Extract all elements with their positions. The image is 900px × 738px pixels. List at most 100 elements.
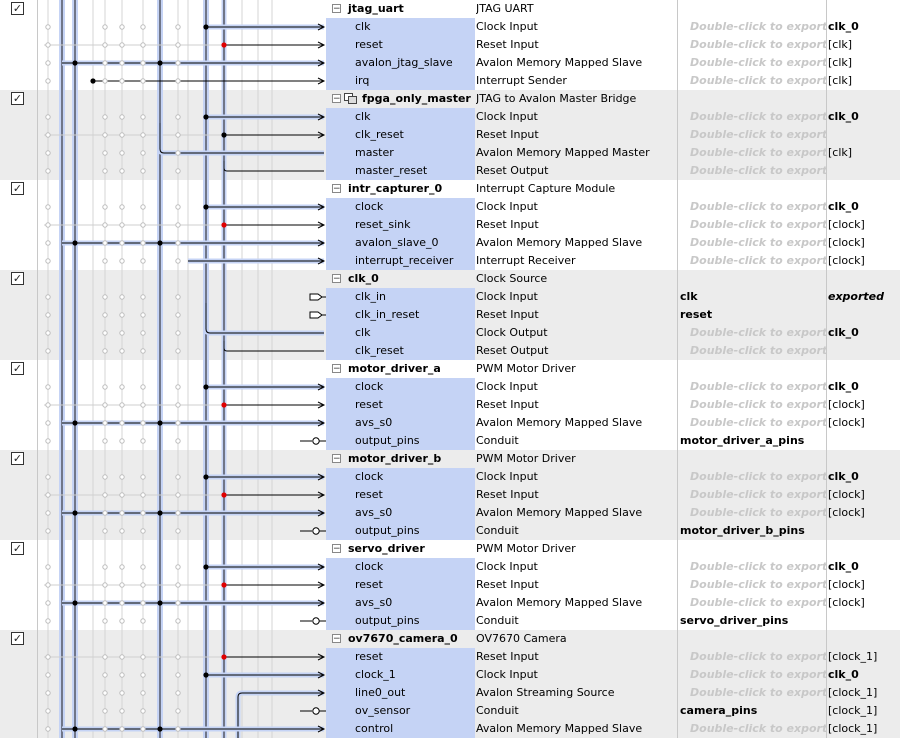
module-name-cell[interactable]: −fpga_only_master bbox=[326, 90, 475, 108]
clock-cell[interactable]: [clock] bbox=[826, 396, 900, 414]
clock-cell[interactable]: [clock] bbox=[826, 504, 900, 522]
clock-cell[interactable]: [clock] bbox=[826, 414, 900, 432]
interface-name-cell[interactable]: master_reset bbox=[326, 162, 475, 180]
export-cell[interactable]: Double-click to export bbox=[677, 54, 827, 72]
clock-cell[interactable]: [clock] bbox=[826, 576, 900, 594]
clock-cell[interactable]: clk_0 bbox=[826, 198, 900, 216]
clock-cell[interactable]: [clk] bbox=[826, 36, 900, 54]
interface-name-cell[interactable]: reset bbox=[326, 648, 475, 666]
export-cell[interactable]: Double-click to export bbox=[677, 72, 827, 90]
clock-cell[interactable]: [clock] bbox=[826, 486, 900, 504]
interface-name-cell[interactable]: avalon_slave_0 bbox=[326, 234, 475, 252]
interface-name-cell[interactable]: line0_out bbox=[326, 684, 475, 702]
interface-name-cell[interactable]: control bbox=[326, 720, 475, 738]
clock-cell[interactable]: [clock_1] bbox=[826, 684, 900, 702]
export-cell[interactable]: Double-click to export bbox=[677, 666, 827, 684]
export-cell[interactable]: Double-click to export bbox=[677, 36, 827, 54]
collapse-icon[interactable]: − bbox=[332, 184, 341, 194]
interface-name-cell[interactable]: clk bbox=[326, 108, 475, 126]
collapse-icon[interactable]: − bbox=[332, 454, 341, 464]
interface-name-cell[interactable]: clock_1 bbox=[326, 666, 475, 684]
export-cell[interactable]: Double-click to export bbox=[677, 648, 827, 666]
interface-name-cell[interactable]: clk_reset bbox=[326, 342, 475, 360]
interface-name-cell[interactable]: clock bbox=[326, 198, 475, 216]
clock-cell[interactable]: [clk] bbox=[826, 144, 900, 162]
use-checkbox[interactable]: ✓ bbox=[11, 92, 24, 105]
export-cell[interactable]: servo_driver_pins bbox=[677, 612, 827, 630]
interface-name-cell[interactable]: avs_s0 bbox=[326, 414, 475, 432]
export-cell[interactable]: Double-click to export bbox=[677, 576, 827, 594]
module-name-cell[interactable]: −motor_driver_a bbox=[326, 360, 475, 378]
export-cell[interactable]: Double-click to export bbox=[677, 504, 827, 522]
use-checkbox[interactable]: ✓ bbox=[11, 632, 24, 645]
use-checkbox[interactable]: ✓ bbox=[11, 542, 24, 555]
interface-name-cell[interactable]: reset bbox=[326, 36, 475, 54]
interface-name-cell[interactable]: avs_s0 bbox=[326, 594, 475, 612]
clock-cell[interactable]: clk_0 bbox=[826, 324, 900, 342]
interface-name-cell[interactable]: master bbox=[326, 144, 475, 162]
interface-name-cell[interactable]: reset_sink bbox=[326, 216, 475, 234]
export-cell[interactable]: Double-click to export bbox=[677, 234, 827, 252]
collapse-icon[interactable]: − bbox=[332, 544, 341, 554]
interface-name-cell[interactable]: ov_sensor bbox=[326, 702, 475, 720]
export-cell[interactable]: Double-click to export bbox=[677, 252, 827, 270]
clock-cell[interactable]: [clock] bbox=[826, 216, 900, 234]
use-checkbox[interactable]: ✓ bbox=[11, 272, 24, 285]
export-cell[interactable]: Double-click to export bbox=[677, 486, 827, 504]
collapse-icon[interactable]: − bbox=[332, 274, 341, 284]
export-cell[interactable]: Double-click to export bbox=[677, 216, 827, 234]
clock-cell[interactable]: clk_0 bbox=[826, 378, 900, 396]
export-cell[interactable]: Double-click to export bbox=[677, 594, 827, 612]
collapse-icon[interactable]: − bbox=[332, 634, 341, 644]
clock-cell[interactable]: clk_0 bbox=[826, 558, 900, 576]
export-cell[interactable]: Double-click to export bbox=[677, 162, 827, 180]
interface-name-cell[interactable]: avalon_jtag_slave bbox=[326, 54, 475, 72]
export-cell[interactable]: Double-click to export bbox=[677, 144, 827, 162]
interface-name-cell[interactable]: clock bbox=[326, 558, 475, 576]
export-cell[interactable]: Double-click to export bbox=[677, 684, 827, 702]
export-cell[interactable]: Double-click to export bbox=[677, 324, 827, 342]
module-name-cell[interactable]: −intr_capturer_0 bbox=[326, 180, 475, 198]
clock-cell[interactable]: [clk] bbox=[826, 54, 900, 72]
export-cell[interactable]: Double-click to export bbox=[677, 558, 827, 576]
export-cell[interactable]: Double-click to export bbox=[677, 108, 827, 126]
collapse-icon[interactable]: − bbox=[332, 4, 341, 14]
interface-name-cell[interactable]: clk bbox=[326, 18, 475, 36]
clock-cell[interactable]: clk_0 bbox=[826, 468, 900, 486]
export-cell[interactable]: camera_pins bbox=[677, 702, 827, 720]
interface-name-cell[interactable]: output_pins bbox=[326, 432, 475, 450]
export-cell[interactable]: Double-click to export bbox=[677, 414, 827, 432]
export-cell[interactable]: Double-click to export bbox=[677, 18, 827, 36]
interface-name-cell[interactable]: clk bbox=[326, 324, 475, 342]
export-cell[interactable]: Double-click to export bbox=[677, 396, 827, 414]
clock-cell[interactable]: exported bbox=[826, 288, 900, 306]
export-cell[interactable]: reset bbox=[677, 306, 827, 324]
clock-cell[interactable]: [clock_1] bbox=[826, 720, 900, 738]
interface-name-cell[interactable]: reset bbox=[326, 396, 475, 414]
clock-cell[interactable]: [clock_1] bbox=[826, 648, 900, 666]
module-name-cell[interactable]: −jtag_uart bbox=[326, 0, 475, 18]
use-checkbox[interactable]: ✓ bbox=[11, 362, 24, 375]
clock-cell[interactable]: clk_0 bbox=[826, 666, 900, 684]
interface-name-cell[interactable]: clock bbox=[326, 468, 475, 486]
interface-name-cell[interactable]: output_pins bbox=[326, 612, 475, 630]
interface-name-cell[interactable]: clk_reset bbox=[326, 126, 475, 144]
module-name-cell[interactable]: −ov7670_camera_0 bbox=[326, 630, 475, 648]
interface-name-cell[interactable]: output_pins bbox=[326, 522, 475, 540]
